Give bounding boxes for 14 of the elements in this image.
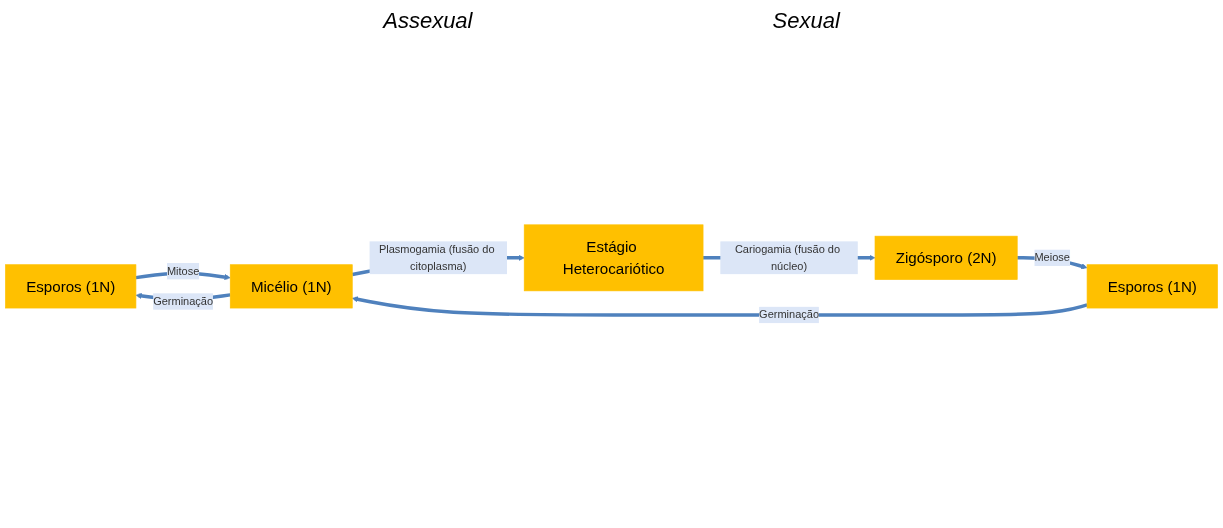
node-box: Esporos (1N)	[1086, 264, 1218, 309]
edge-label: Meiose	[1034, 251, 1070, 264]
cycle-label: Sexual	[772, 8, 840, 34]
arrow	[352, 296, 1088, 317]
edge-label: Cariogamia (fusão do núcleo)	[734, 243, 841, 272]
cycle-label: Assexual	[383, 8, 473, 34]
edge-label: Plasmogamia (fusão do citoplasma)	[378, 243, 495, 272]
edge-label: Germinação	[759, 308, 820, 321]
edge-label: Mitose	[166, 265, 200, 277]
edge-label: Germinação	[153, 295, 214, 308]
node-box: Estágio Heterocariótico	[523, 224, 704, 292]
node-box: Micélio (1N)	[229, 264, 353, 309]
node-box: Esporos (1N)	[5, 264, 137, 309]
node-box: Zigósporo (2N)	[874, 235, 1018, 280]
